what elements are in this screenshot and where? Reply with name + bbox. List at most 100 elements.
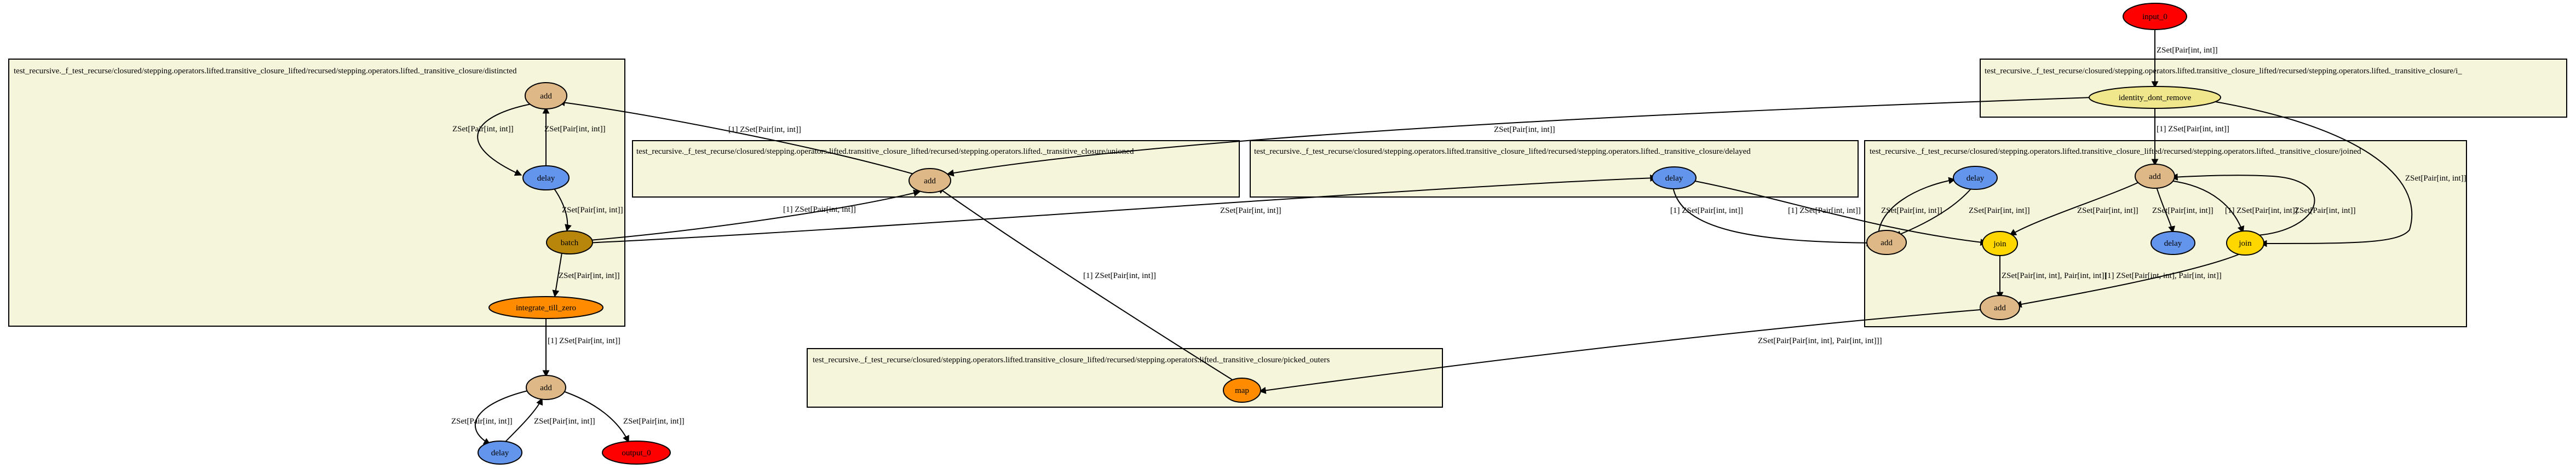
node-output-label: output_0	[622, 449, 651, 458]
edge-label-delayed-jaddleft: [1] ZSet[Pair[int, int]]	[1670, 206, 1743, 215]
node-out-add[interactable]: add	[526, 375, 566, 400]
node-joined-add-top[interactable]: add	[2135, 164, 2175, 189]
node-joined-join1[interactable]: join	[1982, 231, 2018, 256]
cluster-distincted-box	[8, 59, 625, 327]
edge-label-join2-jaddbottom: [1] ZSet[Pair[int, int], Pair[int, int]]	[2104, 271, 2222, 280]
node-integrate-label: integrate_till_zero	[516, 304, 576, 312]
node-map-shape	[1223, 378, 1261, 403]
edge-label-jaddleft-jdelay1: ZSet[Pair[int, int]]	[1881, 206, 1942, 215]
node-joined-join2-label: join	[2238, 239, 2252, 248]
node-output[interactable]: output_0	[602, 441, 671, 465]
edge-label-batch-delayed: ZSet[Pair[int, int]]	[1220, 206, 1281, 215]
node-integrate[interactable]: integrate_till_zero	[488, 296, 603, 319]
node-joined-join1-shape	[1982, 231, 2018, 256]
edge-label-jadd-jdelay2: ZSet[Pair[int, int]]	[2152, 206, 2213, 215]
edge-joined-add-to-delay2	[2156, 187, 2176, 234]
edge-joined-delay1-to-left-add	[1894, 188, 1972, 238]
edge-label-jaddbottom-map: ZSet[Pair[Pair[int, int], Pair[int, int]…	[1758, 337, 1882, 345]
node-joined-add-bottom-shape	[1980, 295, 2020, 320]
node-identity[interactable]: identity_dont_remove	[2089, 86, 2221, 109]
node-joined-add-left-label: add	[1881, 239, 1893, 247]
edge-dist-delay-to-batch	[553, 187, 572, 232]
node-out-delay-label: delay	[491, 449, 509, 458]
edge-label-batch-integrate: ZSet[Pair[int, int]]	[559, 271, 620, 280]
node-joined-delay2-label: delay	[2164, 239, 2182, 248]
node-joined-join1-label: join	[1993, 240, 2006, 248]
edge-label-delay-batch: ZSet[Pair[int, int]]	[562, 206, 623, 215]
edge-batch-to-delayed-delay	[584, 174, 1658, 244]
node-union-add-label: add	[924, 177, 936, 186]
edge-joined-left-add-to-delay1	[1878, 177, 1956, 237]
node-delayed-delay[interactable]: delay	[1652, 166, 1697, 189]
node-out-delay-shape	[478, 441, 522, 465]
edge-label-identity-union: ZSet[Pair[int, int]]	[1494, 125, 1555, 134]
node-identity-shape	[2089, 86, 2221, 109]
edge-label-integrate-outadd: [1] ZSet[Pair[int, int]]	[548, 337, 620, 345]
edge-delayed-to-joined-left-add	[1672, 187, 1874, 247]
cluster-identity-box	[1980, 59, 2567, 118]
node-map[interactable]: map	[1223, 378, 1261, 403]
edge-union-add-to-dist-add	[557, 99, 914, 175]
edge-label-outadd-delay: ZSet[Pair[int, int]]	[451, 417, 513, 426]
cluster-joined-label: test_recursive._f_test_recurse/closured/…	[1870, 147, 2361, 156]
node-identity-label: identity_dont_remove	[2119, 94, 2192, 102]
edge-dist-add-to-delay	[477, 103, 532, 176]
node-dist-delay[interactable]: delay	[522, 165, 570, 190]
edge-delayed-to-join1	[1686, 179, 1988, 246]
node-dist-add-label: add	[540, 92, 552, 101]
edges: ZSet[Pair[int, int]] ZSet[Pair[int, int]…	[451, 30, 2466, 445]
edge-label-input-identity: ZSet[Pair[int, int]]	[2157, 46, 2218, 55]
cluster-delayed-label: test_recursive._f_test_recurse/closured/…	[1254, 147, 1751, 156]
node-joined-add-bottom-label: add	[1994, 304, 2006, 312]
node-union-add[interactable]: add	[909, 168, 951, 193]
cluster-identity-label: test_recursive._f_test_recurse/closured/…	[1985, 67, 2462, 76]
edge-label-identity-join2: ZSet[Pair[int, int]]	[2405, 174, 2466, 183]
cluster-distincted: test_recursive._f_test_recurse/closured/…	[8, 59, 625, 327]
edge-label-delay-distadd: ZSet[Pair[int, int]]	[544, 125, 606, 134]
node-joined-add-top-shape	[2135, 164, 2175, 189]
edge-join2-to-bottom-add	[2014, 254, 2239, 308]
node-batch[interactable]: batch	[546, 230, 593, 254]
node-joined-delay1[interactable]: delay	[1953, 166, 1998, 190]
edge-label-outadd-output: ZSet[Pair[int, int]]	[623, 417, 685, 426]
node-joined-add-top-label: add	[2149, 172, 2161, 181]
edge-label-join1-jaddbottom: ZSet[Pair[int, int], Pair[int, int]]	[2002, 271, 2107, 280]
node-joined-delay2[interactable]: delay	[2150, 231, 2195, 255]
node-integrate-shape	[488, 296, 603, 319]
edge-label-distadd-delay: ZSet[Pair[int, int]]	[452, 125, 514, 134]
edge-label-jadd-join1: ZSet[Pair[int, int]]	[2077, 206, 2138, 215]
node-dist-add-shape	[525, 82, 567, 109]
node-joined-delay1-label: delay	[1967, 174, 1985, 183]
edge-identity-to-union-add	[946, 97, 2094, 177]
cluster-unioned-label: test_recursive._f_test_recurse/closured/…	[636, 147, 1134, 156]
node-input-shape	[2123, 3, 2187, 30]
node-joined-add-bottom[interactable]: add	[1980, 295, 2020, 320]
node-dist-delay-shape	[522, 165, 570, 190]
node-input-label: input_0	[2142, 13, 2167, 21]
nodes: input_0 identity_dont_remove add delay b…	[478, 3, 2264, 465]
cluster-delayed-box	[1250, 140, 1859, 198]
edge-label-delayed-join1: [1] ZSet[Pair[int, int]]	[1788, 206, 1861, 215]
edge-map-to-union-add	[936, 187, 1238, 384]
edge-joined-add-to-join1	[2009, 180, 2143, 236]
cluster-picked-outers-box	[807, 348, 1443, 408]
node-union-add-shape	[909, 168, 951, 193]
node-joined-join2-shape	[2226, 230, 2264, 256]
node-out-delay[interactable]: delay	[478, 441, 522, 465]
node-batch-label: batch	[561, 239, 579, 247]
node-joined-add-left[interactable]: add	[1866, 230, 1907, 255]
edge-out-add-to-output	[558, 389, 629, 443]
node-delayed-delay-shape	[1652, 166, 1697, 189]
edge-out-delay-to-add	[503, 397, 543, 444]
edge-label-jadd-join2: [1] ZSet[Pair[int, int]]	[2225, 206, 2298, 215]
node-joined-join2[interactable]: join	[2226, 230, 2264, 256]
edge-joined-add-to-join2	[2169, 180, 2245, 234]
cluster-delayed: test_recursive._f_test_recurse/closured/…	[1250, 140, 1859, 198]
edge-label-batch-union: [1] ZSet[Pair[int, int]]	[783, 205, 856, 214]
node-dist-add[interactable]: add	[525, 82, 567, 109]
node-out-add-shape	[526, 375, 566, 400]
node-batch-shape	[546, 230, 593, 254]
edge-batch-to-integrate	[552, 252, 562, 298]
node-input[interactable]: input_0	[2123, 3, 2187, 30]
node-map-label: map	[1235, 386, 1249, 395]
